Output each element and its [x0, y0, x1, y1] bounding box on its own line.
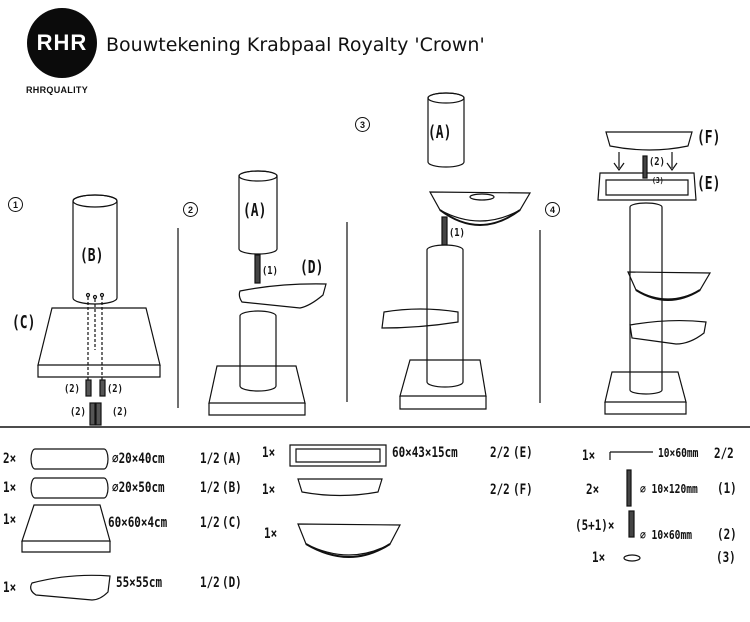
part-a-dims: ∅20×40cm	[112, 451, 165, 467]
post-tall	[629, 202, 663, 395]
part-b-dims: ∅20×50cm	[112, 480, 165, 496]
part-c-code: (C)	[222, 515, 242, 531]
step3-top-label: (A)	[428, 122, 452, 143]
step2-connector-label: (1)	[262, 264, 278, 277]
post-b-3	[426, 244, 464, 388]
step-4-number: 4	[545, 202, 560, 217]
part-b-code: (B)	[222, 480, 242, 496]
wrench-dims: 10×60mm	[658, 446, 699, 460]
platform-d-3	[629, 319, 707, 345]
step2-platform-label: (D)	[300, 257, 324, 278]
step1-post-label: (B)	[80, 245, 104, 266]
part-d-qty: 1×	[3, 580, 17, 596]
step1-drawing	[37, 194, 161, 426]
bolt1-icon	[626, 469, 632, 507]
part-f-icon	[297, 478, 383, 497]
part-b-icon	[30, 477, 109, 499]
part-f-count: 2/2	[490, 482, 510, 498]
base-c	[37, 307, 161, 366]
page-title: Bouwtekening Krabpaal Royalty 'Crown'	[106, 34, 485, 56]
bolt2-icon	[628, 510, 635, 538]
basket-2	[627, 271, 712, 300]
step1-screw-br: (2)	[112, 405, 128, 418]
logo-text: RHR	[36, 30, 88, 55]
base-c-3	[399, 359, 487, 397]
part-e-dims: 60×43×15cm	[392, 445, 458, 461]
part-b-count: 1/2	[200, 480, 220, 496]
step2-top-label: (A)	[243, 200, 267, 221]
step2-drawing	[208, 170, 327, 416]
base-c-2	[208, 365, 306, 404]
step-3-number: 3	[355, 117, 370, 132]
step1-screw-tl: (2)	[64, 382, 80, 395]
part-e-count: 2/2	[490, 445, 510, 461]
part-e-code: (E)	[513, 445, 533, 461]
step-2-number: 2	[183, 202, 198, 217]
parts-drawings	[21, 444, 653, 601]
step4-washer-label: (3)	[652, 176, 664, 185]
part-b-qty: 1×	[3, 480, 17, 496]
cushion-f	[605, 131, 693, 151]
step1-screw-bl: (2)	[70, 405, 86, 418]
part-f-qty: 1×	[262, 482, 276, 498]
part-e-qty: 1×	[262, 445, 276, 461]
part-d-code: (D)	[222, 575, 242, 591]
bolt2-qty: (5+1)×	[575, 518, 615, 534]
washer-icon	[623, 554, 641, 562]
wrench-qty: 1×	[582, 448, 596, 464]
part-f-code: (F)	[513, 482, 533, 498]
part-basket-qty: 1×	[264, 526, 278, 542]
step1-screw-tr: (2)	[107, 382, 123, 395]
part-c-qty: 1×	[3, 512, 17, 528]
bolt1-code: (1)	[717, 481, 737, 497]
part-e-icon	[289, 444, 387, 467]
bolt1-dims: ∅ 10×120mm	[640, 482, 698, 496]
washer-code: (3)	[716, 550, 736, 566]
step1-base-label: (C)	[12, 312, 36, 333]
part-c-icon	[21, 504, 111, 542]
washer-qty: 1×	[592, 550, 606, 566]
part-c-dims: 60×60×4cm	[108, 515, 168, 531]
wrench-count: 2/2	[714, 446, 734, 462]
part-a-icon	[30, 448, 109, 470]
part-a-code: (A)	[222, 451, 242, 467]
bolt1-qty: 2×	[586, 482, 600, 498]
part-d-icon	[30, 574, 111, 601]
part-d-dims: 55×55cm	[116, 575, 163, 591]
step4-box-label: (E)	[697, 173, 721, 194]
step4-cushion-label: (F)	[697, 127, 721, 148]
platform-d	[238, 283, 327, 309]
bolt2-code: (2)	[717, 527, 737, 543]
wrench-icon	[609, 451, 653, 460]
step-1-number: 1	[8, 197, 23, 212]
part-a-qty: 2×	[3, 451, 17, 467]
post-b-2	[239, 310, 277, 392]
part-basket-icon	[297, 523, 401, 556]
rhr-logo: RHR	[27, 8, 97, 78]
step3-connector-label: (1)	[449, 226, 465, 239]
bolt2-dims: ∅ 10×60mm	[640, 528, 693, 542]
part-d-count: 1/2	[200, 575, 220, 591]
step3-drawing	[381, 92, 532, 410]
step4-screw-label: (2)	[649, 155, 665, 168]
logo-subtext: RHRQUALITY	[26, 85, 88, 95]
step4-drawing	[597, 131, 712, 415]
base-c-4	[604, 371, 687, 403]
platform-d-2	[381, 308, 459, 329]
part-c-count: 1/2	[200, 515, 220, 531]
part-a-count: 1/2	[200, 451, 220, 467]
box-e	[597, 172, 697, 201]
